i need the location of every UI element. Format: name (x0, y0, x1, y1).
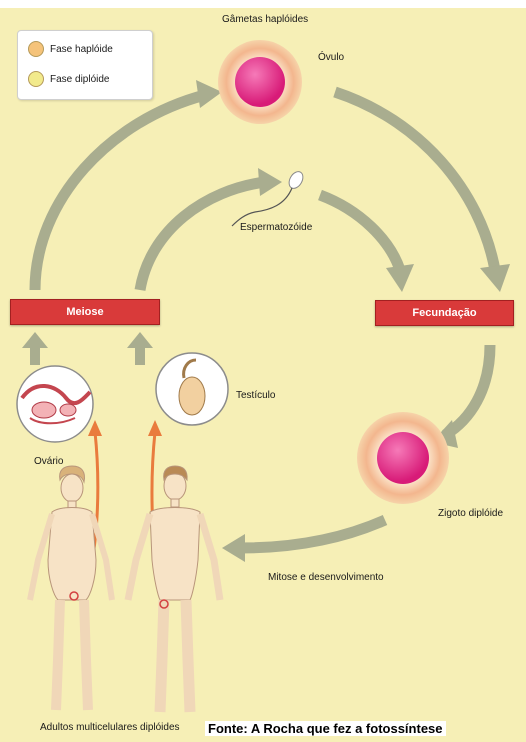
meiosis-label: Meiose (66, 306, 103, 318)
adults-label: Adultos multicelulares diplóides (40, 722, 180, 733)
gametes-label: Gâmetas haplóides (222, 14, 308, 25)
legend-haploid-label: Fase haplóide (50, 44, 113, 55)
ovary-detail (17, 366, 93, 442)
zygote-cell (357, 412, 449, 504)
testicle-detail (156, 353, 228, 425)
ovum-cell (218, 40, 302, 124)
testicle-label: Testículo (236, 390, 275, 401)
mitosis-label: Mitose e desenvolvimento (268, 572, 384, 583)
legend: Fase haplóide Fase diplóide (17, 30, 153, 100)
meiosis-bar: Meiose (10, 299, 160, 325)
sperm-label: Espermatozóide (240, 222, 312, 233)
source-caption: Fonte: A Rocha que fez a fotossíntese (205, 721, 446, 736)
diploid-swatch (28, 71, 44, 87)
legend-item-haploid: Fase haplóide (28, 41, 113, 57)
legend-diploid-label: Fase diplóide (50, 74, 109, 85)
ovary-label: Ovário (34, 456, 63, 467)
ovum-label: Óvulo (318, 52, 344, 63)
haploid-swatch (28, 41, 44, 57)
zygote-label: Zigoto diplóide (438, 508, 503, 519)
legend-item-diploid: Fase diplóide (28, 71, 109, 87)
fertilization-bar: Fecundação (375, 300, 514, 326)
fertilization-label: Fecundação (412, 307, 476, 319)
